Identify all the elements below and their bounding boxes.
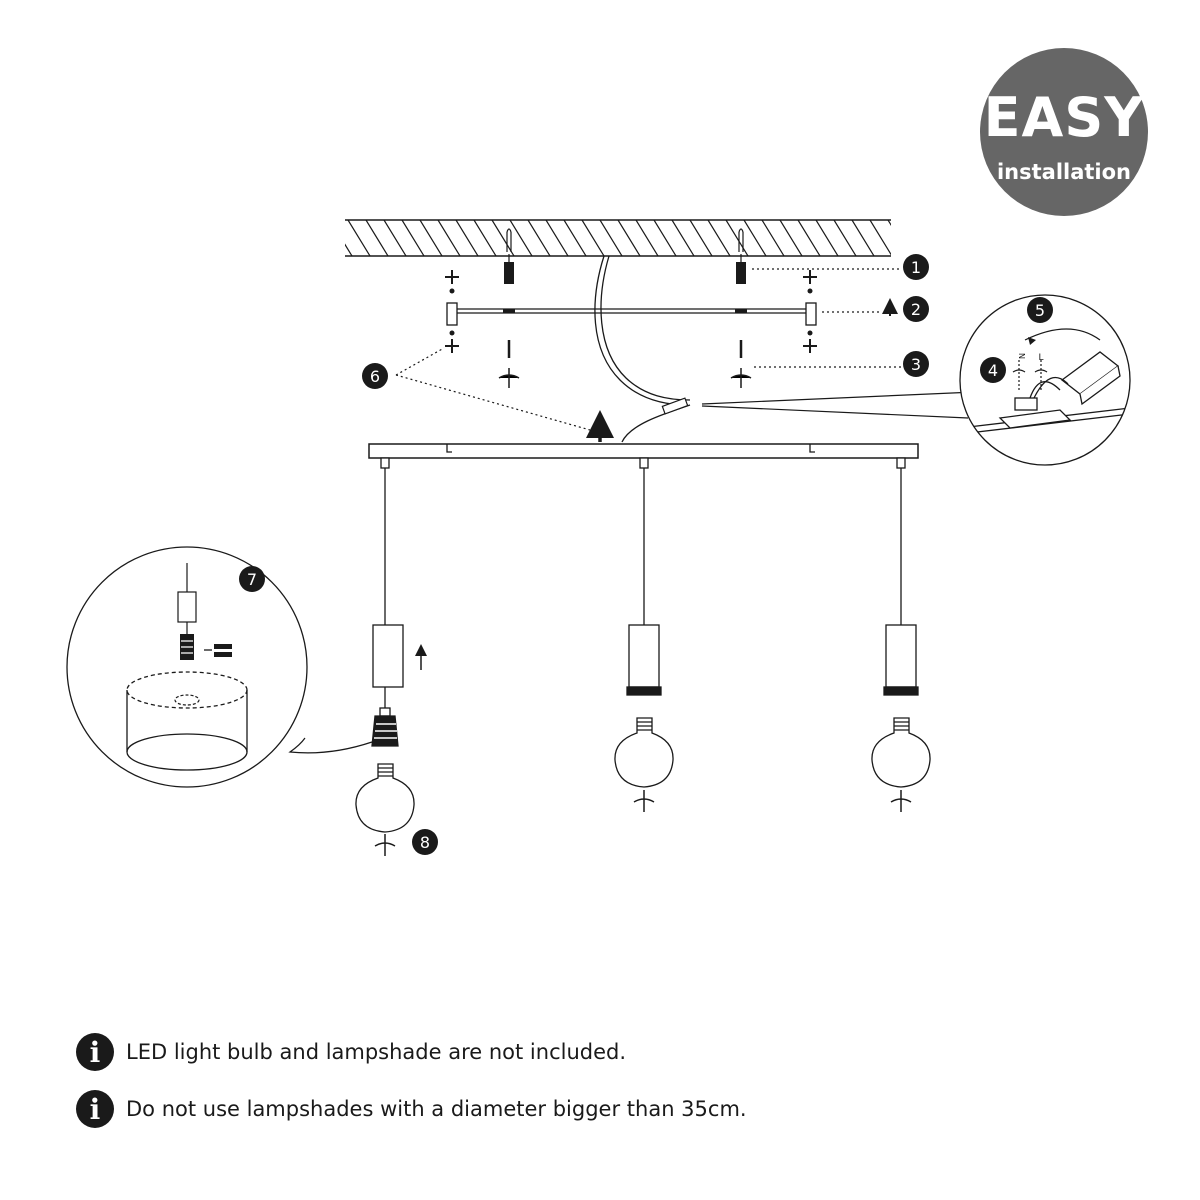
svg-text:1: 1: [911, 258, 921, 277]
step-2-marker: 2: [903, 296, 929, 322]
live-label: L: [1038, 353, 1043, 363]
step-5-marker: 5: [1027, 297, 1053, 323]
svg-text:8: 8: [420, 833, 430, 852]
wiring-detail-callout: N L: [701, 294, 1131, 466]
badge-title: EASY: [983, 86, 1145, 149]
step-4-marker: 4: [980, 357, 1006, 383]
easy-installation-badge: EASY installation: [980, 48, 1148, 216]
svg-text:3: 3: [911, 355, 921, 374]
note-shade-diameter: i Do not use lampshades with a diameter …: [76, 1090, 747, 1128]
step-6-marker: 6: [362, 363, 388, 389]
info-icon: i: [76, 1090, 114, 1128]
svg-text:2: 2: [911, 300, 921, 319]
wall-plug-left: [504, 228, 514, 284]
step-7-marker: 7: [239, 566, 265, 592]
svg-text:5: 5: [1035, 301, 1045, 320]
pendant-left: [355, 457, 415, 833]
terminal-block: [661, 397, 689, 415]
bulb-rotation-marks: [374, 790, 912, 856]
ceiling: [345, 219, 891, 257]
pendant-right: [871, 457, 931, 788]
pendant-center: [614, 457, 674, 788]
step-1-marker: 1: [903, 254, 929, 280]
leader-lines: [395, 268, 902, 431]
ceiling-canopy: [368, 443, 919, 459]
svg-text:7: 7: [247, 570, 257, 589]
neutral-label: N: [1017, 353, 1026, 359]
step-8-marker: 8: [412, 829, 438, 855]
note-text: LED light bulb and lampshade are not inc…: [126, 1040, 627, 1064]
step-3-marker: 3: [903, 351, 929, 377]
step-markers: 1 2 3 4 5 6 7 8: [239, 254, 1053, 855]
svg-text:6: 6: [370, 367, 380, 386]
up-arrows: [415, 298, 898, 670]
fixing-screws: [498, 340, 752, 388]
note-text: Do not use lampshades with a diameter bi…: [126, 1097, 747, 1121]
mounting-bracket: [446, 302, 817, 326]
bracket-screws: [445, 270, 817, 353]
wall-plug-right: [736, 228, 746, 284]
note-bulb-not-included: i LED light bulb and lampshade are not i…: [76, 1033, 626, 1071]
svg-text:4: 4: [988, 361, 998, 380]
ceiling-wire: [594, 255, 689, 406]
info-icon: i: [76, 1033, 114, 1071]
lampshade-detail-callout: [66, 546, 373, 788]
badge-subtitle: installation: [996, 160, 1132, 184]
